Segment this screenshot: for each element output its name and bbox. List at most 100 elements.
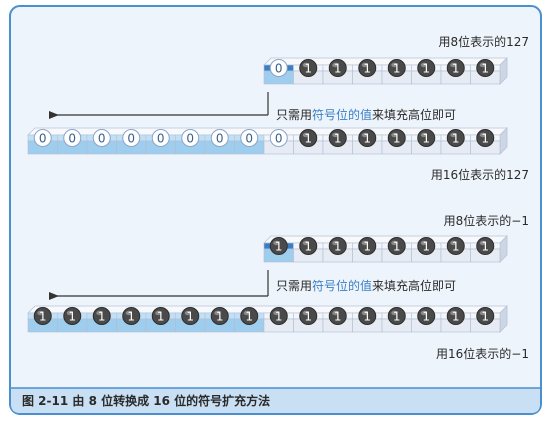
bit-digit: 1 [452, 62, 460, 76]
extended-bit-cell: 0 [116, 129, 147, 155]
bit-zero-disk [151, 129, 170, 147]
bit-digit: 1 [304, 310, 312, 324]
bit-digit: 1 [304, 240, 312, 254]
extended-bit-cell: 1 [145, 307, 176, 333]
bit-digit: 1 [245, 310, 253, 324]
extended-bit-cell: 1 [204, 307, 235, 333]
bit-digit: 1 [452, 310, 460, 324]
bit-digit: 0 [275, 62, 283, 76]
label-16bit-neg1: 用16位表示的−1 [436, 346, 529, 361]
bit-digit: 1 [481, 132, 489, 146]
bit-digit: 1 [393, 240, 401, 254]
bit-digit: 1 [363, 132, 371, 146]
bit-digit: 0 [186, 132, 194, 146]
extended-bit-cell: 0 [86, 129, 117, 155]
bit-digit: 1 [363, 62, 371, 76]
bit-digit: 1 [304, 132, 312, 146]
bit-digit: 1 [393, 62, 401, 76]
extended-bit-cell: 1 [57, 307, 88, 333]
bit-digit: 1 [422, 310, 430, 324]
bit-digit: 1 [422, 132, 430, 146]
note-prefix: 只需用 [276, 279, 312, 293]
label-8bit-127: 用8位表示的127 [438, 34, 529, 49]
extended-bit-cell: 0 [27, 129, 58, 155]
sign-bit-cell: 0 [263, 129, 294, 155]
bit-digit: 1 [334, 62, 342, 76]
extended-bit-cell: 1 [175, 307, 206, 333]
bit-cell: 1 [352, 237, 383, 263]
bit-digit: 0 [245, 132, 253, 146]
bit-cell: 1 [411, 307, 442, 333]
bit-zero-disk [63, 129, 82, 147]
bit-digit: 1 [481, 62, 489, 76]
bit-zero-disk [269, 59, 288, 77]
bit-digit: 1 [393, 132, 401, 146]
bit-digit: 1 [304, 62, 312, 76]
extended-bit-cell: 0 [145, 129, 176, 155]
bit-digit: 0 [216, 132, 224, 146]
bit-digit: 1 [334, 132, 342, 146]
figure-caption: 图 2-11 由 8 位转换成 16 位的符号扩充方法 [22, 393, 270, 408]
bit-digit: 1 [481, 240, 489, 254]
bit-zero-disk [181, 129, 200, 147]
bit-digit: 1 [334, 240, 342, 254]
bit-zero-disk [210, 129, 229, 147]
bit-digit: 1 [393, 310, 401, 324]
bit-zero-disk [240, 129, 259, 147]
bit-digit: 1 [127, 310, 135, 324]
bit-digit: 1 [452, 240, 460, 254]
bit-cell: 1 [411, 237, 442, 263]
extended-bit-cell: 1 [86, 307, 117, 333]
bit-cell: 1 [293, 307, 324, 333]
sign-fill-note-neg1: 只需用符号位的值来填充高位即可 [276, 278, 456, 293]
bit-digit: 1 [157, 310, 165, 324]
bit-zero-disk [122, 129, 141, 147]
extended-bit-cell: 1 [234, 307, 265, 333]
bit-cell: 1 [381, 129, 412, 155]
note-highlight: 符号位的值 [312, 107, 372, 122]
extended-bit-cell: 1 [116, 307, 147, 333]
bit-digit: 0 [98, 132, 106, 146]
bit-digit: 1 [186, 310, 194, 324]
bit-digit: 0 [157, 132, 165, 146]
note-highlight: 符号位的值 [312, 278, 372, 293]
bit-digit: 1 [275, 240, 283, 254]
caption-bar [11, 388, 540, 413]
bit-cell: 1 [381, 307, 412, 333]
bit-cell: 1 [352, 307, 383, 333]
bit-cell: 1 [440, 307, 471, 333]
bit-cell: 1 [470, 129, 501, 155]
bit-digit: 1 [363, 240, 371, 254]
bit-digit: 1 [363, 310, 371, 324]
bit-digit: 0 [275, 132, 283, 146]
bit-digit: 0 [68, 132, 76, 146]
sign-bit-cell: 1 [263, 237, 294, 263]
bit-cell: 1 [352, 59, 383, 85]
bit-cell: 1 [470, 237, 501, 263]
bit-cell: 1 [322, 129, 353, 155]
bit-digit: 1 [98, 310, 106, 324]
bit-cell: 1 [322, 59, 353, 85]
bit-digit: 1 [39, 310, 47, 324]
bit-cell: 1 [440, 59, 471, 85]
bit-zero-disk [33, 129, 52, 147]
sign-fill-note-127: 只需用符号位的值来填充高位即可 [276, 107, 456, 122]
bit-digit: 0 [39, 132, 47, 146]
bit-digit: 1 [481, 310, 489, 324]
bit-cell: 1 [470, 59, 501, 85]
extended-bit-cell: 1 [27, 307, 58, 333]
bit-cell: 1 [440, 237, 471, 263]
bit-cell: 1 [293, 129, 324, 155]
bit-cell: 1 [381, 237, 412, 263]
bit-cell: 1 [470, 307, 501, 333]
bit-digit: 1 [334, 310, 342, 324]
bit-digit: 0 [127, 132, 135, 146]
bit-cell: 1 [293, 237, 324, 263]
bit-cell: 1 [440, 129, 471, 155]
bit-zero-disk [269, 129, 288, 147]
